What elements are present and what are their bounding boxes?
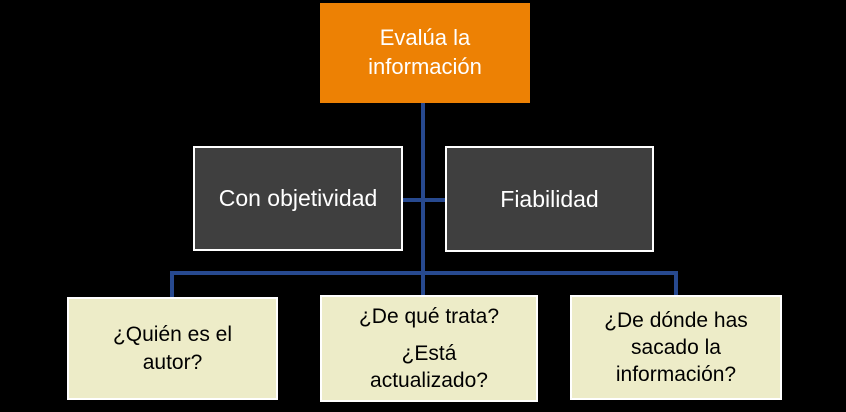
connector-leaf-right-drop [674, 271, 678, 296]
node-quien-es-el-autor: ¿Quién es el autor? [67, 297, 278, 400]
node-label: ¿Quién es el autor? [112, 323, 233, 374]
node-label: ¿De dónde has sacado la información? [604, 308, 748, 387]
node-de-donde-has-sacado: ¿De dónde has sacado la información? [570, 295, 782, 400]
node-fiabilidad: Fiabilidad [445, 146, 654, 252]
node-label: Evalúa la información [368, 25, 482, 79]
connector-leaf-left-drop [170, 271, 174, 298]
node-con-objetividad: Con objetividad [193, 146, 403, 251]
node-evalua-la-informacion: Evalúa la información [320, 3, 530, 103]
node-de-que-trata-esta-actualizado: ¿De qué trata? ¿Está actualizado? [320, 295, 538, 402]
node-label-line-1: ¿De qué trata? [358, 304, 500, 328]
connector-bottom-bus [170, 271, 678, 275]
node-label-line-2: ¿Está actualizado? [370, 341, 488, 393]
node-label: Fiabilidad [500, 185, 599, 212]
node-label: Con objetividad [218, 185, 378, 211]
connector-mid-horizontal [403, 198, 445, 202]
